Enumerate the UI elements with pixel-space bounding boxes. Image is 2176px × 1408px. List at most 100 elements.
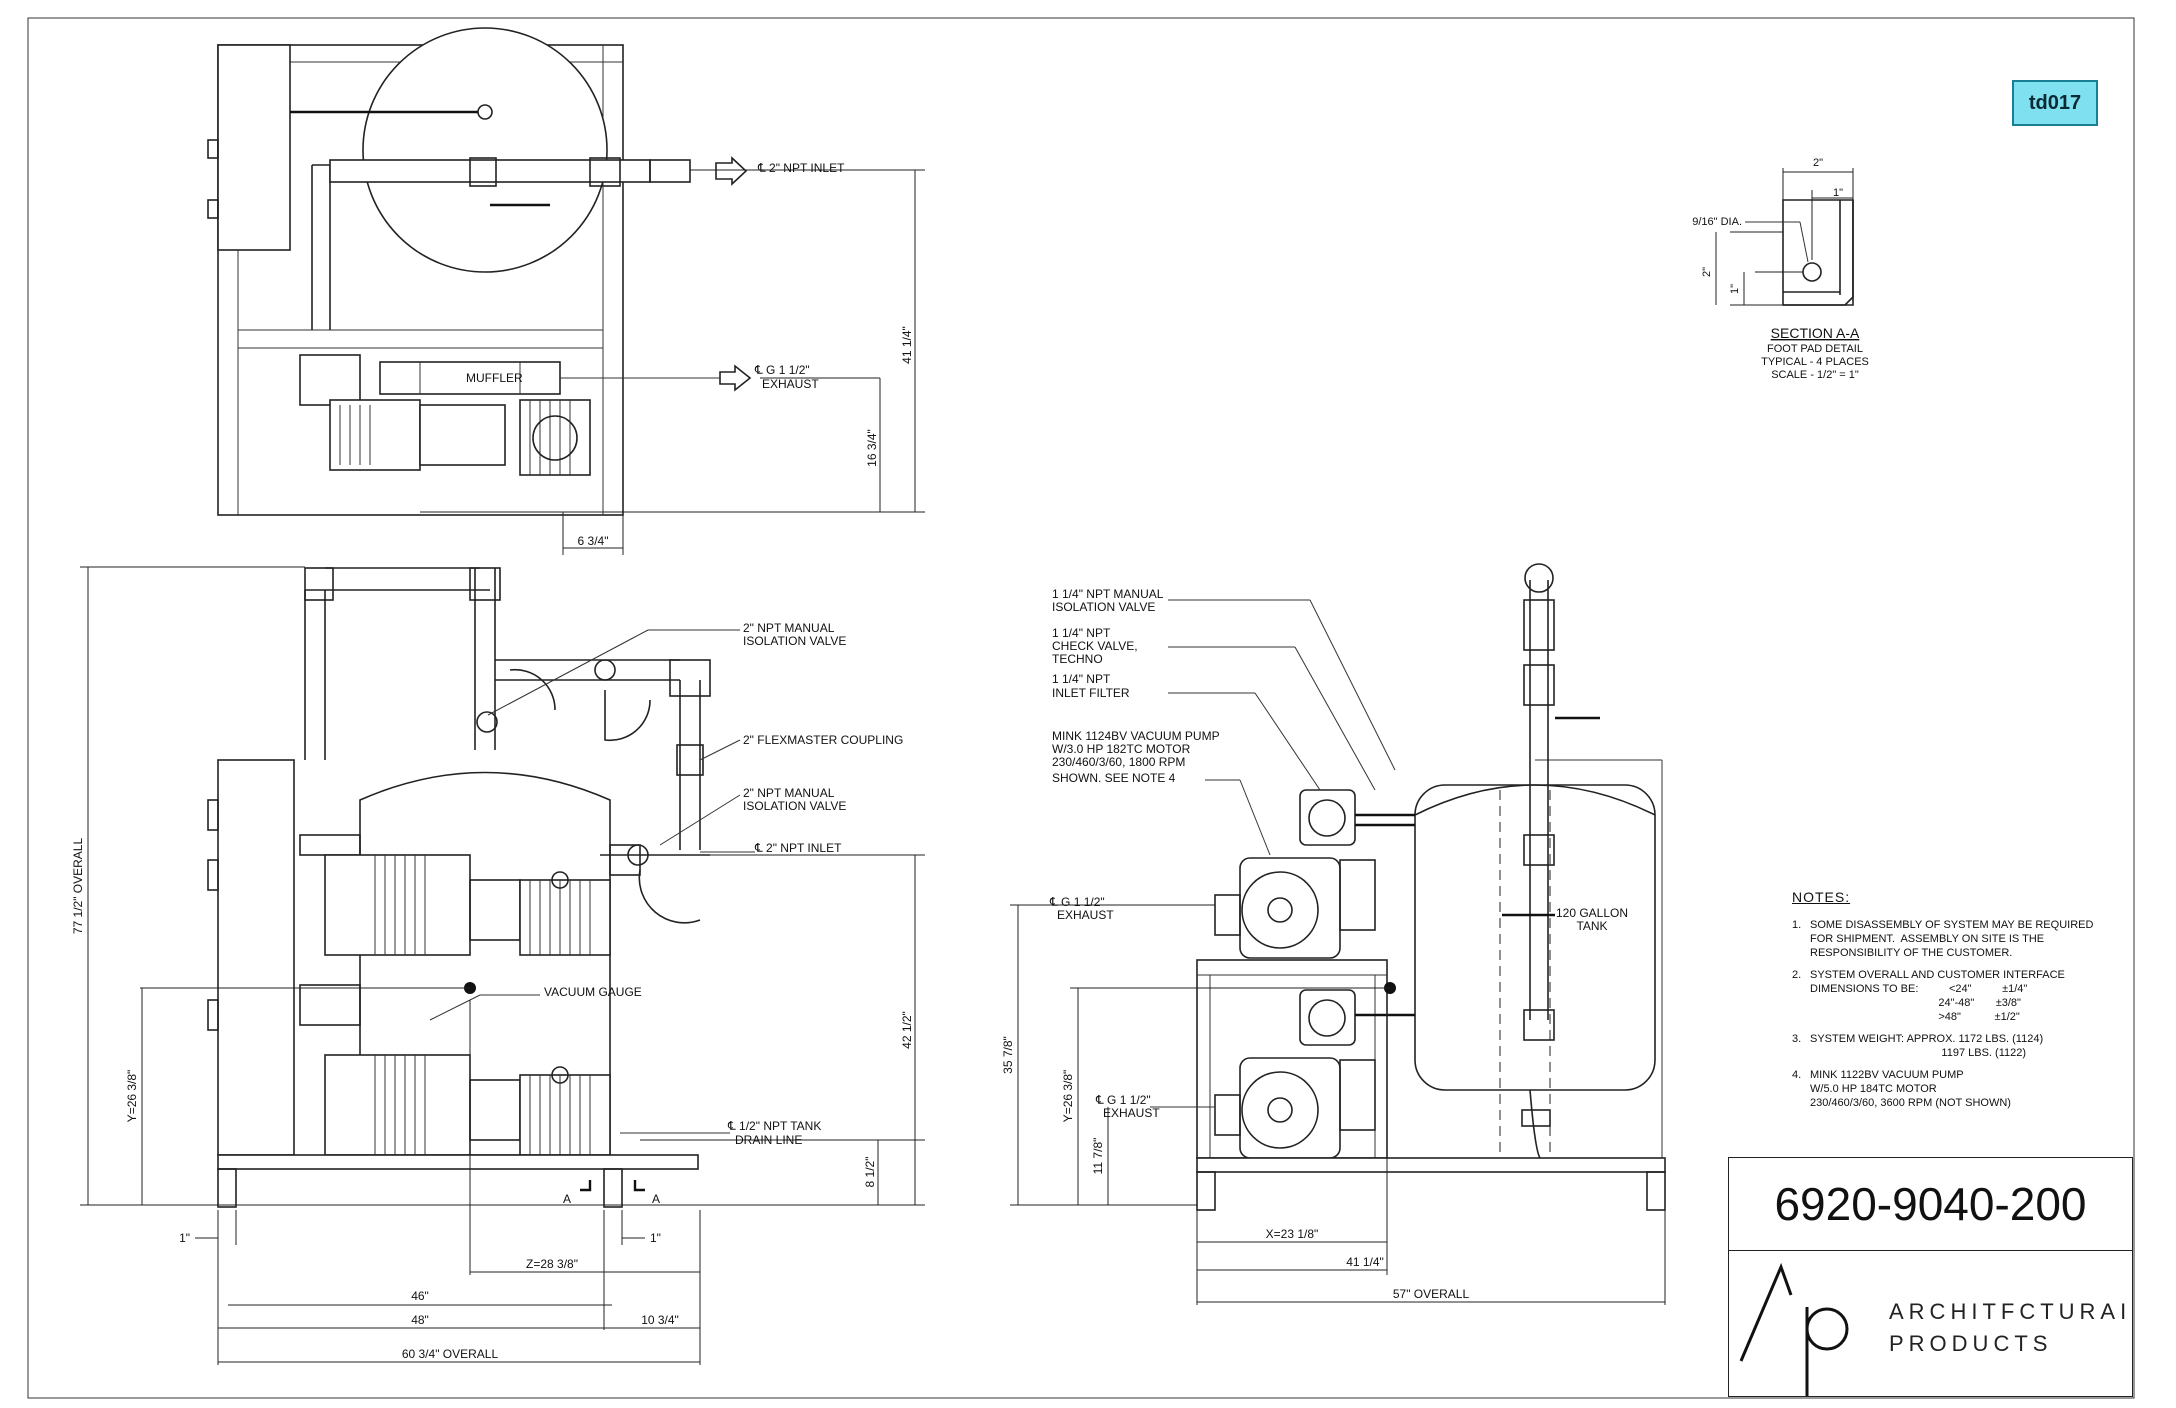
front-dim-y: Y=26 3/8" <box>125 1070 139 1123</box>
front-view: 2" NPT MANUAL ISOLATION VALVE 2" FLEXMAS… <box>71 566 925 1365</box>
company-logo-mark: Ap <box>1729 1251 1849 1396</box>
drain-label-b: DRAIN LINE <box>735 1133 802 1147</box>
side-base <box>1196 1157 1666 1173</box>
foot-pad-angle <box>1782 199 1854 306</box>
side-exhaust1-label-b: EXHAUST <box>1057 908 1114 922</box>
company-name-line-2: PRODUCTS <box>1889 1331 2053 1356</box>
notes-block: NOTES: 1. SOME DISASSEMBLY OF SYSTEM MAY … <box>1792 890 2132 1118</box>
side-iso-label-b: ISOLATION VALVE <box>1052 600 1155 614</box>
top-control-box <box>217 44 291 251</box>
note-text: SOME DISASSEMBLY OF SYSTEM MAY BE REQUIR… <box>1810 919 2094 959</box>
side-exhaust1-label-a: ℄ G 1 1/2" <box>1049 895 1105 909</box>
top-dim-6: 6 3/4" <box>578 534 609 548</box>
top-view: ℄ 2" NPT INLET ℄ G 1 1/2" EXHAUST MUFFLE… <box>207 27 925 555</box>
drawing-number: 6920-9040-200 <box>1729 1158 2132 1251</box>
section-hole-label: 9/16" DIA. <box>1692 216 1742 228</box>
sheet-border <box>27 17 2135 1399</box>
note-number: 1. <box>1792 919 1802 931</box>
top-exhaust-label-2: EXHAUST <box>762 377 819 391</box>
side-dim-41: 41 1/4" <box>1346 1255 1384 1269</box>
side-view: 1 1/4" NPT MANUAL ISOLATION VALVE 1 1/4"… <box>1001 563 1666 1305</box>
front-dim-1b: 1" <box>650 1231 661 1245</box>
side-check-label-b: CHECK VALVE, <box>1052 639 1138 653</box>
section-title: SECTION A-A <box>1771 325 1860 341</box>
side-check-label-a: 1 1/4" NPT <box>1052 626 1111 640</box>
side-exhaust2-label-b: EXHAUST <box>1103 1106 1160 1120</box>
side-exhaust2-label-a: ℄ G 1 1/2" <box>1095 1093 1151 1107</box>
side-filter-label-b: INLET FILTER <box>1052 686 1130 700</box>
note-number: 3. <box>1792 1033 1802 1045</box>
tank-label-a: 120 GALLON <box>1556 906 1628 920</box>
section-dim-half-height: 1" <box>1729 284 1741 294</box>
side-dim-x: X=23 1/8" <box>1266 1227 1319 1241</box>
front-base <box>217 1154 699 1170</box>
front-inlet-label: ℄ 2" NPT INLET <box>754 841 842 855</box>
top-motor <box>519 399 591 476</box>
top-frame <box>217 44 624 516</box>
title-block: 6920-9040-200 Ap ARCHITFCTURAI PRODUCTS <box>1728 1157 2133 1397</box>
top-inlet-label: ℄ 2" NPT INLET <box>757 161 845 175</box>
side-tank <box>1414 784 1656 1091</box>
front-control-box <box>217 759 295 1156</box>
front-upper-motor <box>519 879 611 956</box>
section-line-3: SCALE - 1/2" = 1" <box>1771 369 1859 381</box>
side-pump-label-c: 230/460/3/60, 1800 RPM <box>1052 755 1185 769</box>
front-dim-1a: 1" <box>179 1231 190 1245</box>
section-marker-a2: A <box>652 1192 660 1206</box>
top-dim-16: 16 3/4" <box>865 429 879 467</box>
front-dim-8: 8 1/2" <box>863 1157 877 1188</box>
section-dim-width: 2" <box>1813 157 1823 169</box>
side-check-label-c: TECHNO <box>1052 652 1103 666</box>
drain-label-a: ℄ 1/2" NPT TANK <box>727 1119 821 1133</box>
vacuum-gauge-label: VACUUM GAUGE <box>544 985 642 999</box>
drawing-tag-text: td017 <box>2028 91 2082 114</box>
note-text: SYSTEM WEIGHT: APPROX. 1172 LBS. (1124) … <box>1810 1033 2044 1059</box>
side-dim-y: Y=26 3/8" <box>1061 1070 1075 1123</box>
muffler-label: MUFFLER <box>466 371 523 385</box>
side-pump-label-a: MINK 1124BV VACUUM PUMP <box>1052 729 1220 743</box>
front-dim-48: 48" <box>411 1313 429 1327</box>
side-dim-35: 35 7/8" <box>1001 1036 1015 1074</box>
section-marker-a1: A <box>563 1192 571 1206</box>
section-dim-half-width: 1" <box>1833 187 1843 199</box>
side-filter-label-a: 1 1/4" NPT <box>1052 672 1111 686</box>
note-item: 1. SOME DISASSEMBLY OF SYSTEM MAY BE REQU… <box>1792 918 2132 960</box>
front-lower-pump <box>324 1054 471 1156</box>
muffler-body <box>379 361 561 395</box>
company-logo-area: Ap ARCHITFCTURAI PRODUCTS <box>1729 1251 2132 1397</box>
side-dim-overall: 57" OVERALL <box>1393 1287 1470 1301</box>
front-dim-10: 10 3/4" <box>641 1313 679 1327</box>
drawing-tag-badge: td017 <box>2012 80 2098 126</box>
section-line-1: FOOT PAD DETAIL <box>1767 343 1863 355</box>
side-pump-label-d: SHOWN. SEE NOTE 4 <box>1052 771 1176 785</box>
top-tank-circle <box>362 27 608 273</box>
note-text: MINK 1122BV VACUUM PUMP W/5.0 HP 184TC M… <box>1810 1069 2011 1109</box>
front-valve2-label-a: 2" NPT MANUAL <box>743 786 835 800</box>
front-valve1-label-b: ISOLATION VALVE <box>743 634 846 648</box>
logo-letters: Ap <box>1729 1251 1731 1252</box>
front-dim-z: Z=28 3/8" <box>526 1257 578 1271</box>
note-text: SYSTEM OVERALL AND CUSTOMER INTERFACE DI… <box>1810 969 2065 1023</box>
top-exhaust-label-1: ℄ G 1 1/2" <box>754 363 810 377</box>
note-item: 3. SYSTEM WEIGHT: APPROX. 1172 LBS. (1124… <box>1792 1032 2132 1060</box>
note-item: 4. MINK 1122BV VACUUM PUMP W/5.0 HP 184TC… <box>1792 1068 2132 1110</box>
front-dim-46: 46" <box>411 1289 429 1303</box>
section-dim-height: 2" <box>1701 267 1713 277</box>
front-dim-overall-w: 60 3/4" OVERALL <box>402 1347 499 1361</box>
side-iso-label-a: 1 1/4" NPT MANUAL <box>1052 587 1164 601</box>
tank-label-b: TANK <box>1576 919 1607 933</box>
company-name-line-1: ARCHITFCTURAI <box>1889 1299 2132 1324</box>
front-lower-motor <box>519 1074 611 1156</box>
notes-title: NOTES: <box>1792 889 1851 905</box>
front-dim-overall-h: 77 1/2" OVERALL <box>71 838 85 935</box>
front-upper-pump <box>324 854 471 956</box>
section-line-2: TYPICAL - 4 PLACES <box>1761 356 1869 368</box>
front-valve1-label-a: 2" NPT MANUAL <box>743 621 835 635</box>
front-dim-42: 42 1/2" <box>900 1011 914 1049</box>
side-pump-label-b: W/3.0 HP 182TC MOTOR <box>1052 742 1191 756</box>
top-dim-41: 41 1/4" <box>900 326 914 364</box>
front-coupling-label: 2" FLEXMASTER COUPLING <box>743 733 903 747</box>
note-number: 4. <box>1792 1069 1802 1081</box>
section-detail: 2" 1" 9/16" DIA. 2" 1" SECTION A-A FOOT … <box>1692 157 1869 381</box>
